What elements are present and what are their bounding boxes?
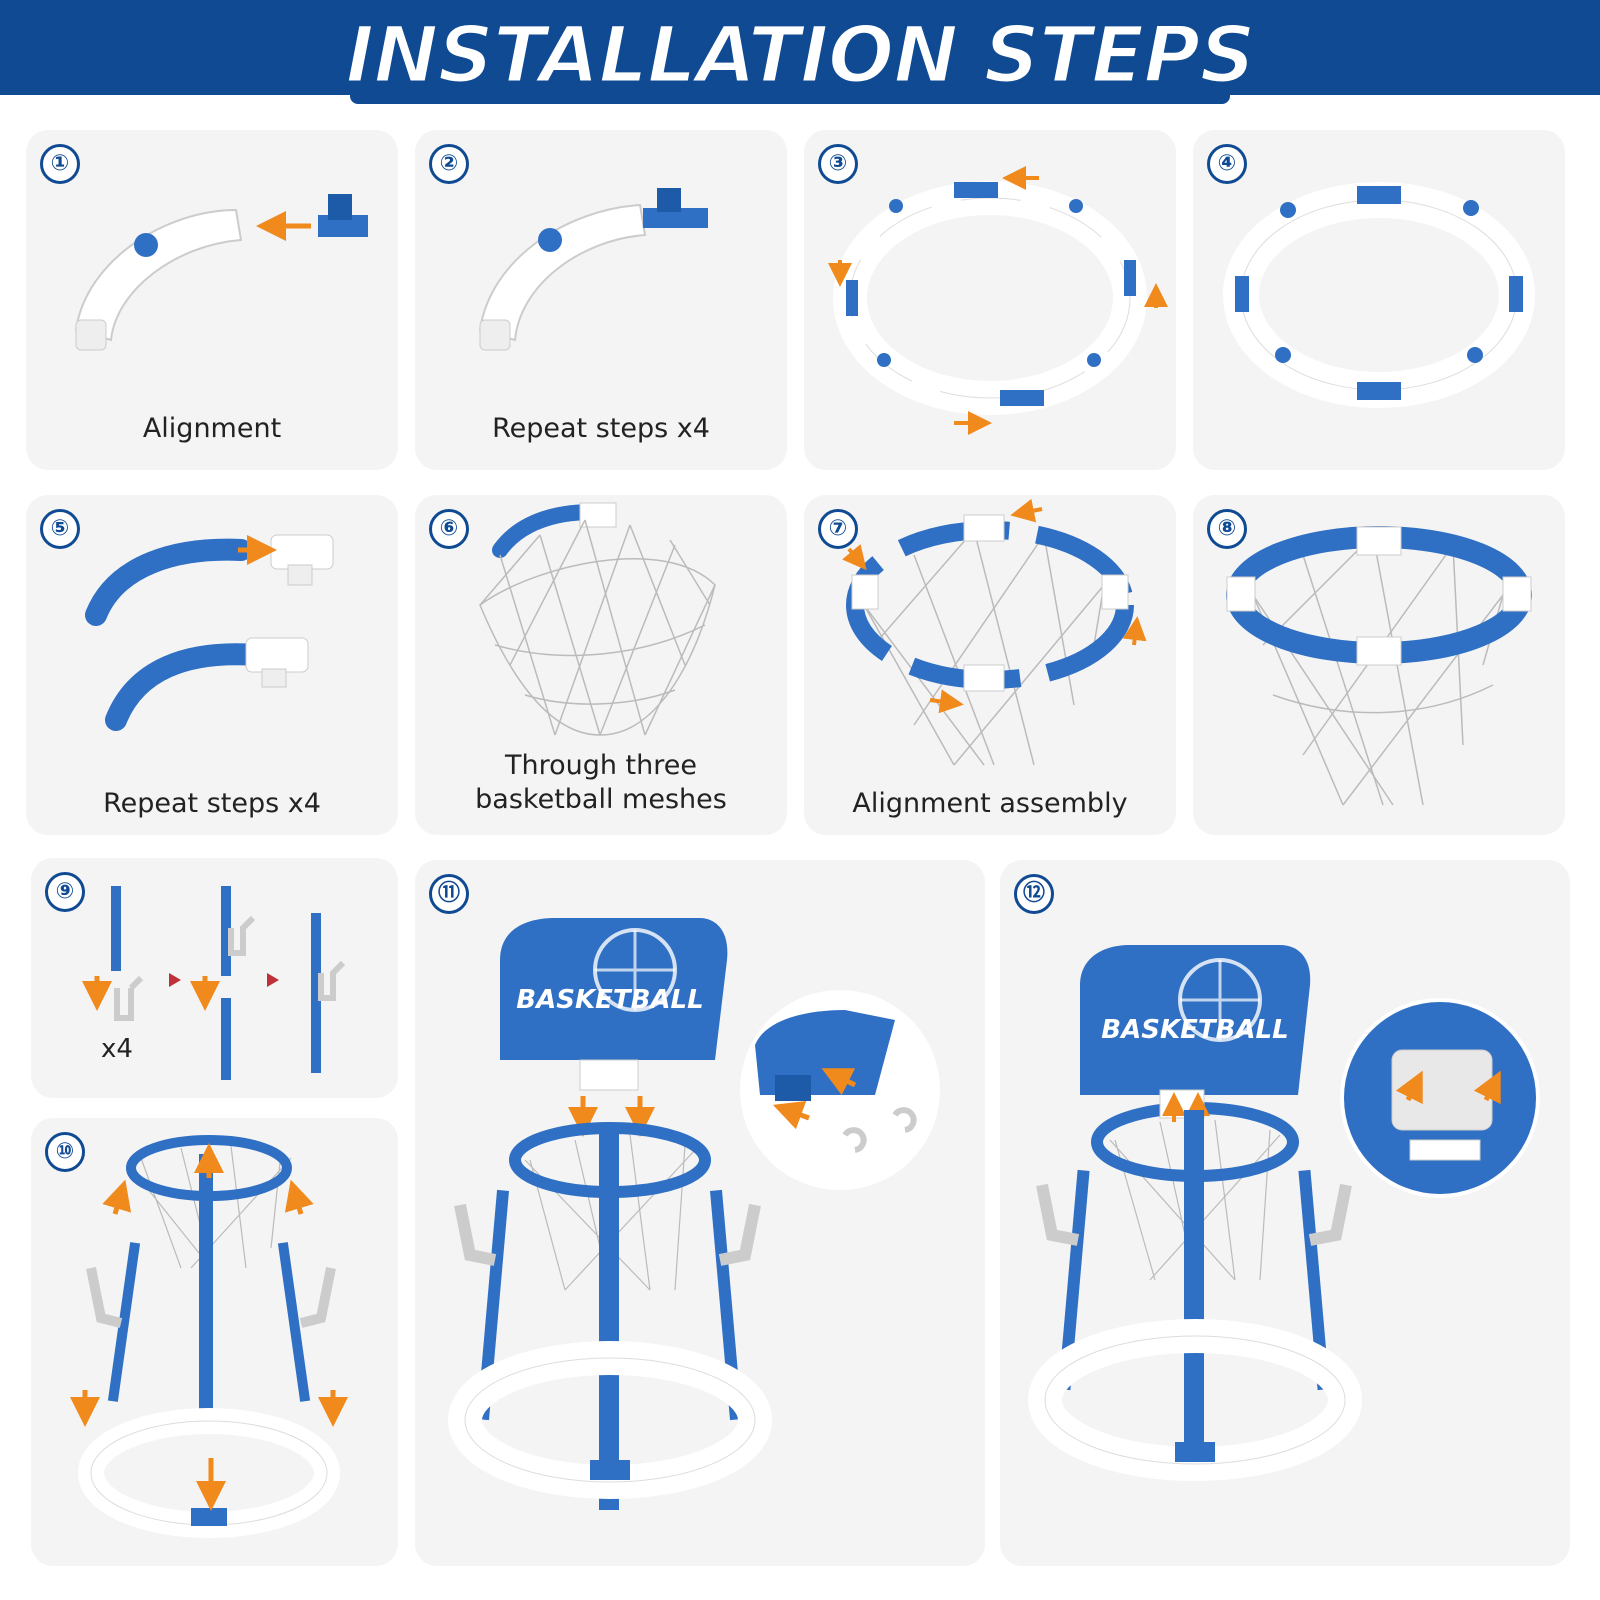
step-caption-line1: Through three <box>504 750 697 781</box>
step-card-5: ⑤ Repeat steps x4 <box>26 495 398 835</box>
backboard-label: BASKETBALL <box>1101 1015 1288 1045</box>
float-segment-illustration <box>74 194 368 351</box>
frame-assembly-illustration <box>70 1135 348 1538</box>
final-assembly-illustration: BASKETBALL <box>1028 945 1540 1481</box>
step-number: ⑧ <box>1207 509 1247 549</box>
quantity-label: x4 <box>101 1034 133 1064</box>
step-number: ⑪ <box>429 874 469 914</box>
net-illustration <box>479 502 716 736</box>
page-title: INSTALLATION STEPS <box>344 10 1257 103</box>
step-card-7: ⑦ Alignment assembly <box>804 495 1176 835</box>
step-caption: Repeat steps x4 <box>103 788 321 819</box>
step-caption: Repeat steps x4 <box>492 413 710 444</box>
step-card-2: ② Repeat steps x4 <box>415 130 787 470</box>
step-card-3: ③ <box>804 130 1176 470</box>
header-banner <box>0 0 1600 95</box>
float-segment-illustration <box>478 188 708 351</box>
step-number: ③ <box>818 144 858 184</box>
step-number: ⑦ <box>818 509 858 549</box>
step-number: ⑨ <box>45 872 85 912</box>
step-caption: Alignment <box>142 413 282 444</box>
step-number: ④ <box>1207 144 1247 184</box>
step-card-10: ⑩ <box>31 1118 398 1566</box>
ring-complete-illustration <box>1223 182 1535 408</box>
rim-segment-illustration <box>85 534 334 731</box>
step-card-1: ① Alignment <box>26 130 398 470</box>
step-caption: Alignment assembly <box>852 788 1128 819</box>
step-card-6: ⑥ Through three basketball meshes <box>415 495 787 835</box>
step-card-9: ⑨ x4 <box>31 858 398 1098</box>
step-card-11: ⑪ BASKETBALL <box>415 860 985 1566</box>
pole-assembly-illustration <box>82 886 346 1080</box>
step-card-4: ④ <box>1193 130 1565 470</box>
step-number: ⑩ <box>45 1132 85 1172</box>
net-alignment-illustration <box>842 498 1147 766</box>
step-number: ② <box>429 144 469 184</box>
step-card-8: ⑧ <box>1193 495 1565 835</box>
step-caption-line2: basketball meshes <box>475 784 727 815</box>
backboard-label: BASKETBALL <box>516 985 703 1015</box>
backboard-mount-illustration: BASKETBALL <box>448 918 940 1510</box>
hoop-assembled-illustration <box>1226 526 1532 806</box>
step-number: ⑥ <box>429 509 469 549</box>
ring-assembly-illustration <box>828 166 1168 435</box>
header-banner-tab <box>350 92 1230 104</box>
step-number: ⑫ <box>1014 874 1054 914</box>
step-number: ① <box>40 144 80 184</box>
step-number: ⑤ <box>40 509 80 549</box>
step-card-12: ⑫ BASKETBALL <box>1000 860 1570 1566</box>
